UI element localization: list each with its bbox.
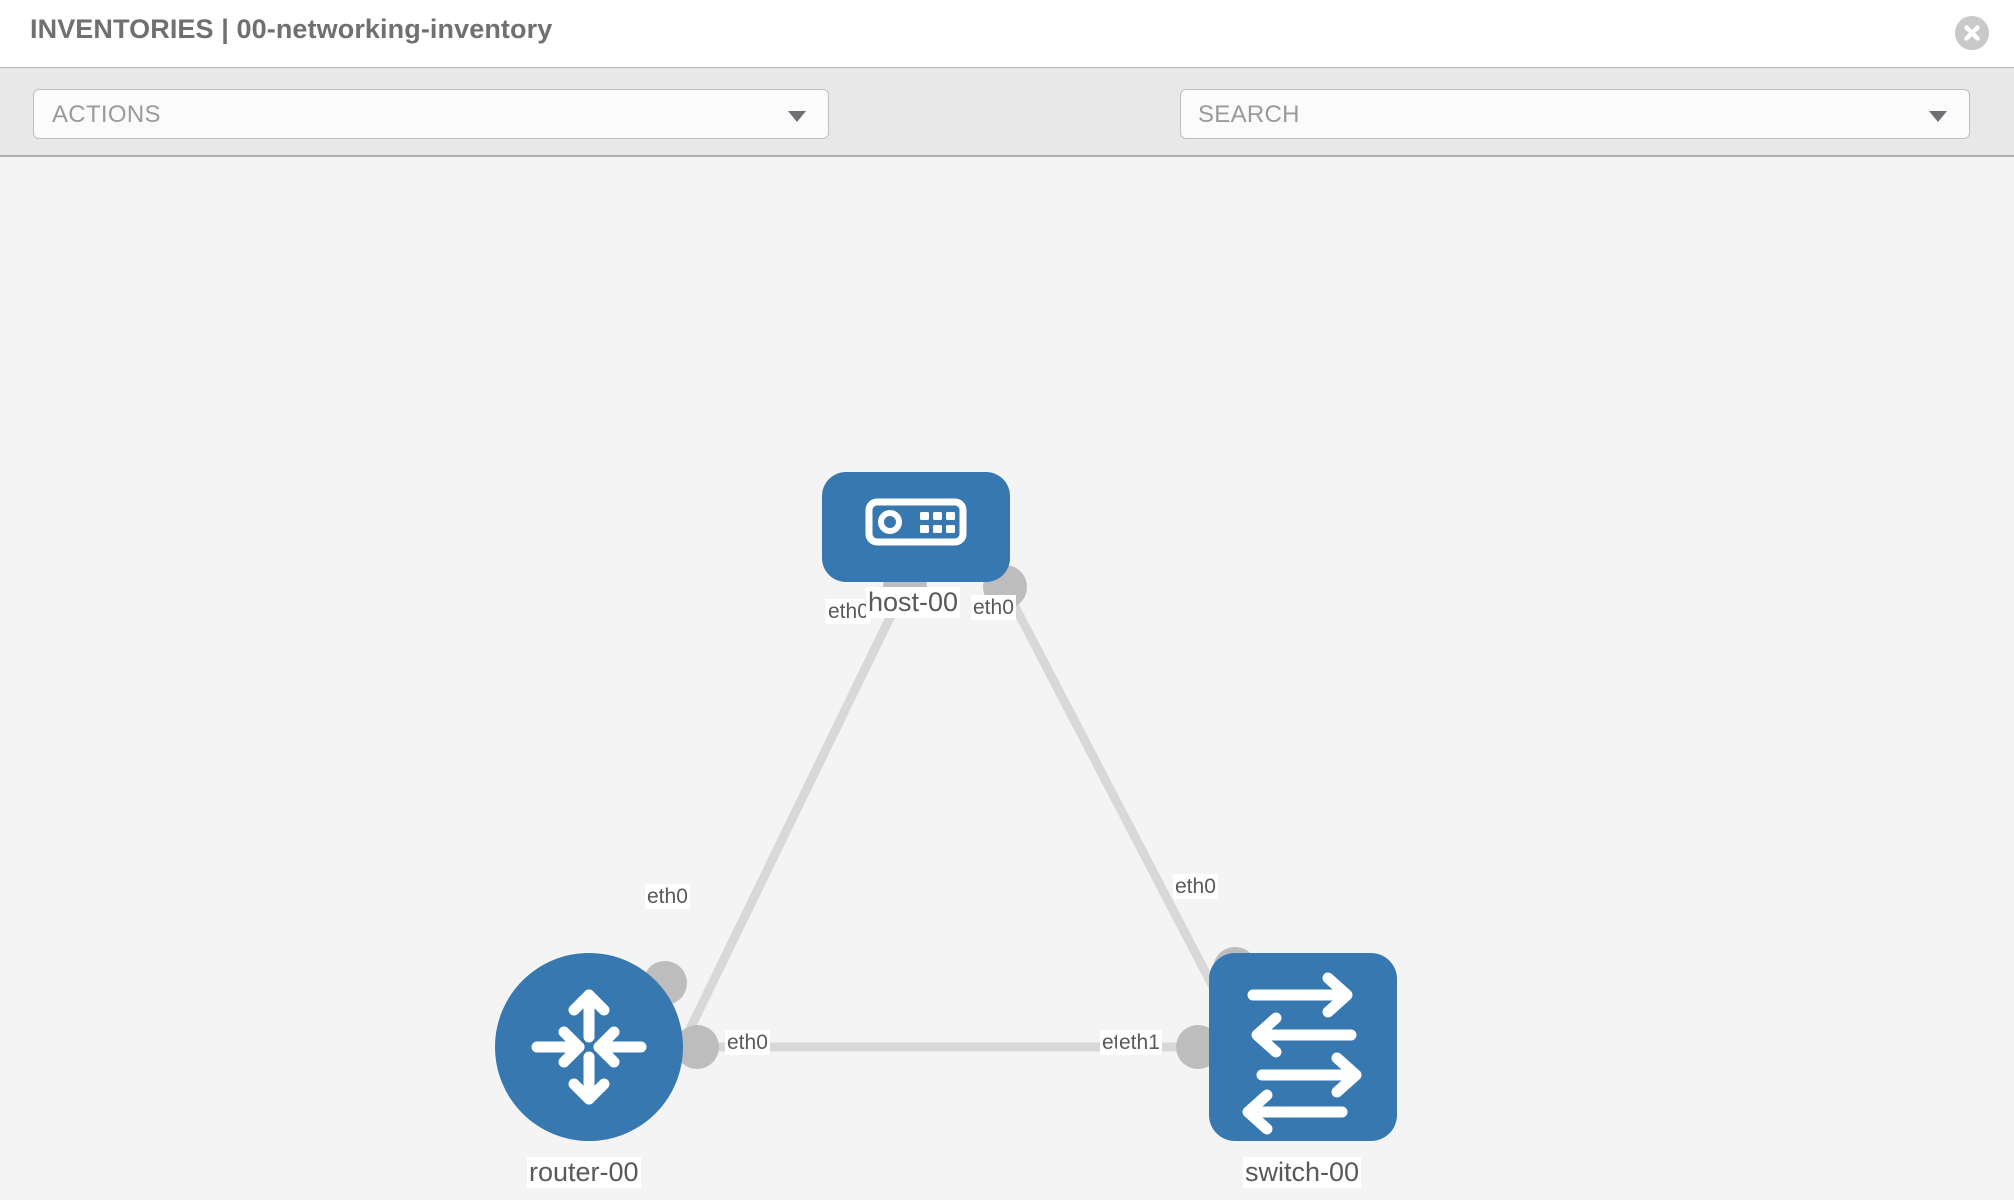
node-router-00 <box>495 953 683 1141</box>
node-switch-00 <box>1209 953 1397 1141</box>
iface-label-router-right: eth0 <box>725 1030 770 1055</box>
toolbar: ACTIONS SEARCH <box>0 68 2014 194</box>
topology-canvas[interactable]: eth0 eth0 eth0 eth0 eth0 eth0 eth1 host-… <box>0 157 2014 1200</box>
actions-dropdown[interactable]: ACTIONS <box>33 89 829 139</box>
node-label-switch: switch-00 <box>1243 1157 1362 1188</box>
node-label-host: host-00 <box>866 587 961 618</box>
chevron-down-icon[interactable] <box>1929 111 1947 122</box>
page-header: INVENTORIES | 00-networking-inventory <box>0 0 2014 68</box>
chevron-down-icon <box>788 111 806 122</box>
edge-host-router <box>685 595 905 1031</box>
node-label-router: router-00 <box>527 1157 641 1188</box>
iface-label-host-right: eth0 <box>971 595 1016 620</box>
search-input[interactable]: SEARCH <box>1180 89 1970 139</box>
iface-label-switch-left: eth1 <box>1117 1030 1162 1055</box>
close-icon[interactable] <box>1955 16 1989 50</box>
iface-label-router-up: eth0 <box>645 884 690 909</box>
edge-host-switch <box>1006 594 1239 1032</box>
search-placeholder: SEARCH <box>1198 101 1300 128</box>
node-host-00 <box>822 472 1010 582</box>
page-title: INVENTORIES | 00-networking-inventory <box>30 14 553 44</box>
actions-dropdown-label: ACTIONS <box>52 101 161 128</box>
topology-edges <box>685 594 1239 1052</box>
topology-connectors <box>643 565 1257 1069</box>
connector-router-right <box>675 1025 719 1069</box>
iface-label-host-left: eth0 <box>826 599 871 624</box>
iface-label-switch-up: eth0 <box>1173 874 1218 899</box>
